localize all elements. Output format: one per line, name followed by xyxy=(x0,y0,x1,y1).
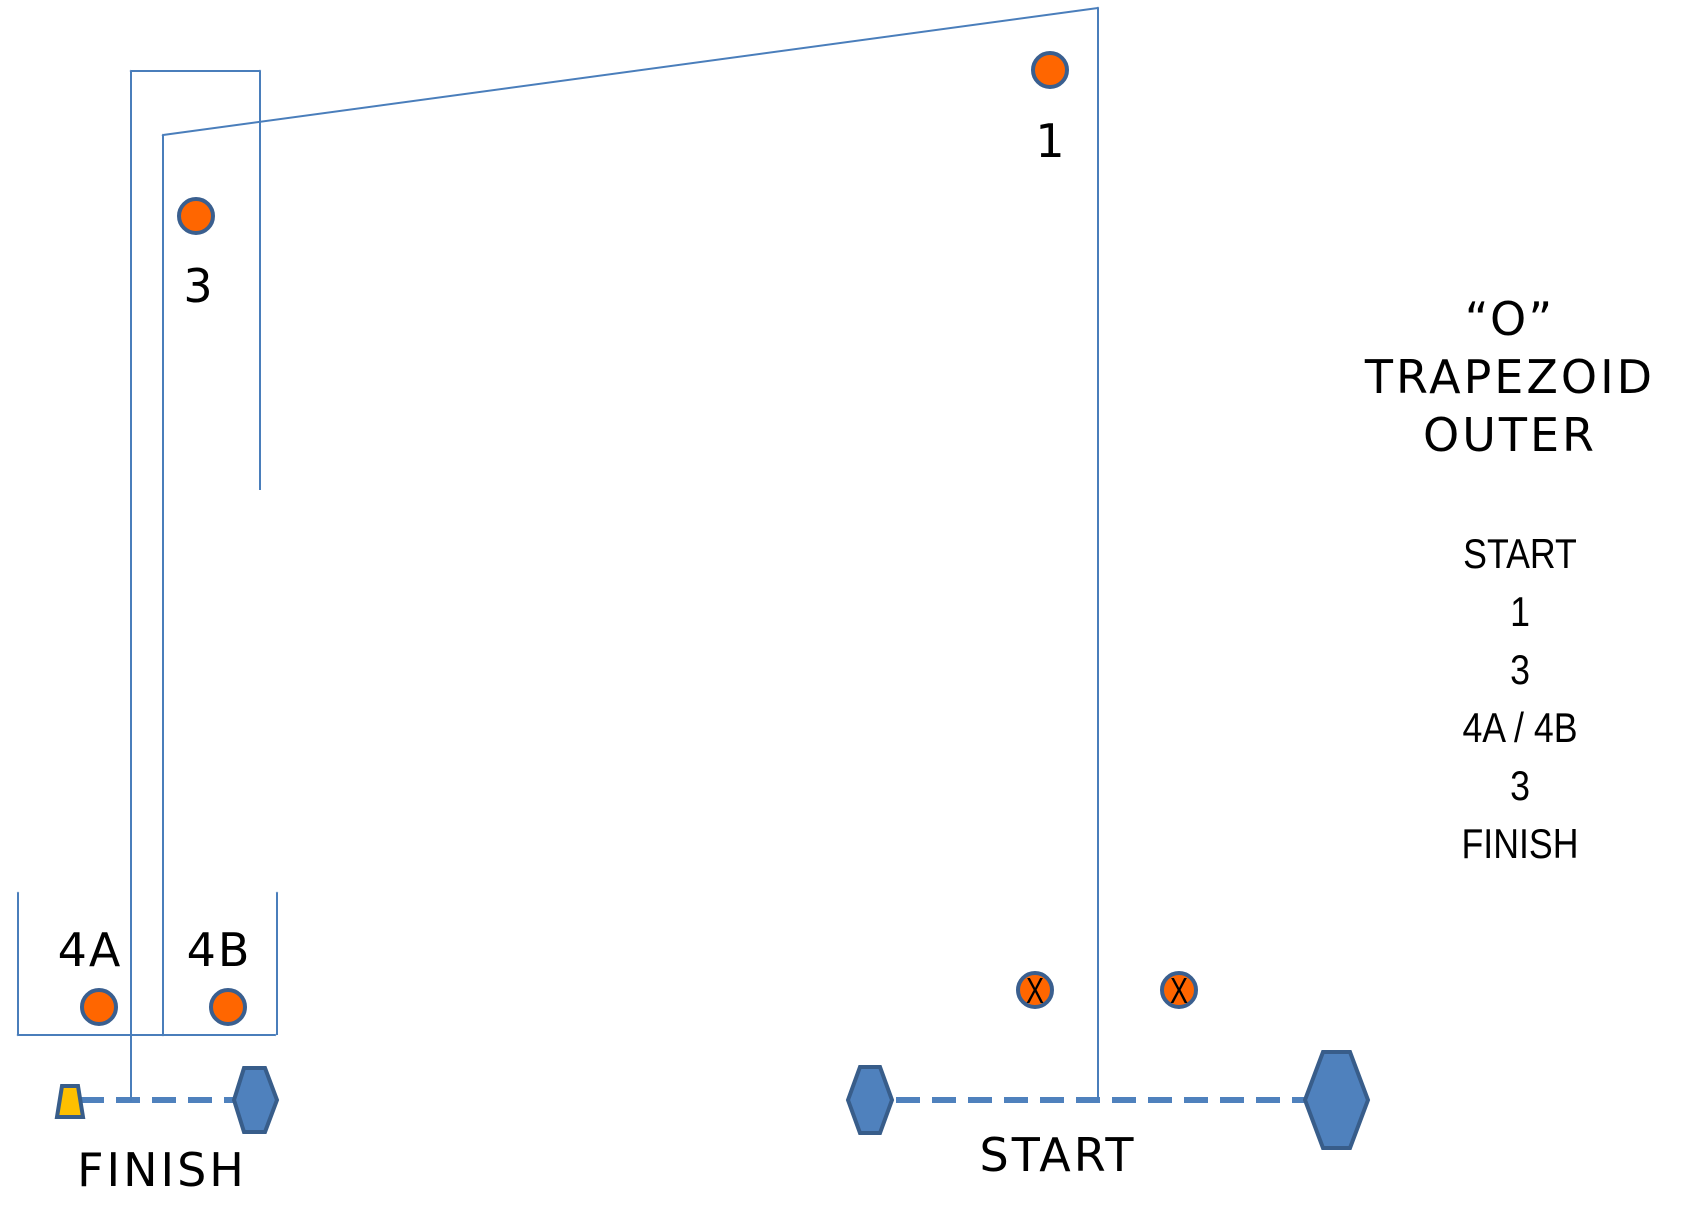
course-title-line-2: TRAPEZOID xyxy=(1364,350,1656,404)
sequence-step: 1 xyxy=(1510,588,1530,635)
finish-trapezoid-icon xyxy=(54,1084,86,1119)
marker-3-icon xyxy=(177,197,215,235)
path-top-to-3 xyxy=(163,7,1099,135)
finish-hexagon-icon xyxy=(231,1066,280,1134)
sequence-step: 3 xyxy=(1510,762,1530,809)
start-line: START xyxy=(845,1050,1371,1182)
cross-mark-right: X xyxy=(1170,970,1188,1011)
marker-1-icon xyxy=(1031,51,1069,89)
finish-line-label: FINISH xyxy=(77,1143,247,1197)
sequence-step: 3 xyxy=(1510,646,1530,693)
course-title-line-1: “O” xyxy=(1464,292,1556,346)
start-line-label: START xyxy=(980,1128,1137,1182)
crossed-circle-icon xyxy=(1016,971,1054,1009)
course-sequence: START 1 3 4A / 4B 3 FINISH xyxy=(1444,525,1597,873)
marker-3-label: 3 xyxy=(183,259,212,313)
start-right-hexagon-icon xyxy=(1302,1050,1371,1150)
marker-1-label: 1 xyxy=(1035,114,1064,168)
marker-4a-label: 4A xyxy=(58,923,123,977)
sequence-step: START xyxy=(1463,530,1577,577)
marker-3: 3 xyxy=(177,197,215,313)
sequence-step: FINISH xyxy=(1461,820,1579,867)
excluded-marker-right: X xyxy=(1160,970,1198,1011)
finish-line: FINISH xyxy=(54,1066,280,1197)
marker-4a: 4A xyxy=(58,923,123,1026)
marker-4a-icon xyxy=(80,988,118,1026)
marker-4b-label: 4B xyxy=(187,923,252,977)
crossed-circle-icon xyxy=(1160,971,1198,1009)
marker-4b-icon xyxy=(209,988,247,1026)
course-path xyxy=(18,8,1098,1100)
course-title-line-3: OUTER xyxy=(1422,408,1597,462)
start-left-hexagon-icon xyxy=(845,1065,895,1135)
marker-1: 1 xyxy=(1031,51,1069,168)
marker-4b: 4B xyxy=(187,923,252,1026)
sequence-step: 4A / 4B xyxy=(1462,704,1578,751)
cross-mark-left: X xyxy=(1026,970,1044,1011)
course-title: “O” TRAPEZOID OUTER xyxy=(1340,290,1680,464)
excluded-marker-left: X xyxy=(1016,970,1054,1011)
